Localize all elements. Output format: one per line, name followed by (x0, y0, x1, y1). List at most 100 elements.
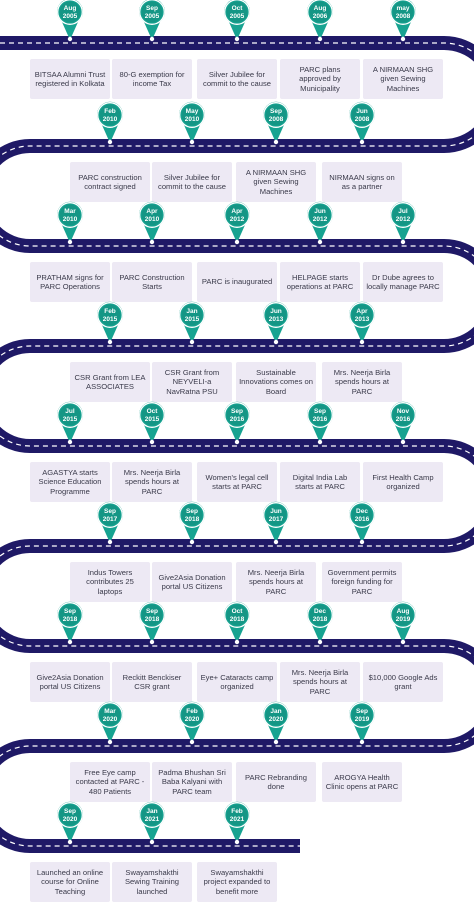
event-card: A NIRMAAN SHG given Sewing Machines (236, 162, 316, 202)
event-year: 2010 (144, 216, 160, 223)
event-month: Sep (231, 408, 243, 415)
event-month: Aug (396, 608, 410, 615)
event-card: CSR Grant from LEA ASSOCIATES (70, 362, 150, 402)
map-pin-icon (224, 801, 250, 845)
event-month: Jan (146, 808, 158, 815)
event-month: Feb (186, 708, 198, 715)
event-card: Silver Jubilee for commit to the cause (152, 162, 232, 202)
event-month: Sep (146, 608, 158, 615)
event-year: 2019 (395, 616, 411, 623)
event-year: 2020 (62, 816, 78, 823)
map-pin-icon (224, 401, 250, 445)
event-year: 2012 (229, 216, 245, 223)
map-pin-icon (97, 501, 123, 545)
event-year: 2010 (184, 116, 200, 123)
event-month: Sep (270, 108, 282, 115)
event-year: 2019 (354, 716, 370, 723)
event-month: May (185, 108, 199, 115)
map-pin-icon (57, 201, 83, 245)
event-card: Free Eye camp contacted at PARC - 480 Pa… (70, 762, 150, 802)
event-year: 2018 (184, 516, 200, 523)
event-card: CSR Grant from NEYVELI-a NavRatna PSU (152, 362, 232, 402)
event-card: Give2Asia Donation portal US Citizens (30, 662, 110, 702)
event-month: Apr (146, 208, 158, 215)
event-month: Sep (104, 508, 116, 515)
event-card: Sustainable Innovations comes on Board (236, 362, 316, 402)
event-year: 2020 (102, 716, 118, 723)
event-card: Government permits foreign funding for P… (322, 562, 402, 602)
map-pin-icon (179, 101, 205, 145)
map-pin-icon (179, 701, 205, 745)
event-year: 2006 (312, 13, 328, 20)
event-month: Feb (104, 308, 116, 315)
map-pin-icon (349, 101, 375, 145)
map-pin-icon (263, 701, 289, 745)
event-year: 2015 (144, 416, 160, 423)
map-pin-icon (57, 601, 83, 645)
map-pin-icon (307, 601, 333, 645)
map-pin-icon (57, 801, 83, 845)
event-year: 2013 (268, 316, 284, 323)
event-year: 2010 (62, 216, 78, 223)
event-card: Dr Dube agrees to locally manage PARC (363, 262, 443, 302)
event-month: Sep (186, 508, 198, 515)
event-card: Indus Towers contributes 25 laptops (70, 562, 150, 602)
event-month: Jul (398, 208, 408, 215)
event-card: Give2Asia Donation portal US Citizens (152, 562, 232, 602)
map-pin-icon (224, 201, 250, 245)
map-pin-icon (224, 0, 250, 42)
event-year: 2005 (144, 13, 160, 20)
event-card: PARC is inaugurated (197, 262, 277, 302)
event-card: First Health Camp organized (363, 462, 443, 502)
map-pin-icon (307, 0, 333, 42)
event-month: Mar (64, 208, 76, 215)
event-card: Mrs. Neerja Birla spends hours at PARC (280, 662, 360, 702)
event-card: Mrs. Neerja Birla spends hours at PARC (322, 362, 402, 402)
event-year: 2017 (268, 516, 284, 523)
event-year: 2008 (395, 13, 411, 20)
event-card: Silver Jubilee for commit to the cause (197, 59, 277, 99)
event-month: Jun (314, 208, 326, 215)
map-pin-icon (179, 501, 205, 545)
event-month: Sep (64, 808, 76, 815)
event-year: 2008 (354, 116, 370, 123)
event-year: 2008 (268, 116, 284, 123)
event-month: Sep (146, 5, 158, 12)
event-month: Feb (231, 808, 243, 815)
event-year: 2015 (62, 416, 78, 423)
event-year: 2021 (144, 816, 160, 823)
event-year: 2020 (268, 716, 284, 723)
event-year: 2015 (102, 316, 118, 323)
event-month: Sep (356, 708, 368, 715)
event-card: Swayamshakthi project expanded to benefi… (197, 862, 277, 902)
event-month: Sep (314, 408, 326, 415)
map-pin-icon (179, 301, 205, 345)
event-year: 2010 (102, 116, 118, 123)
